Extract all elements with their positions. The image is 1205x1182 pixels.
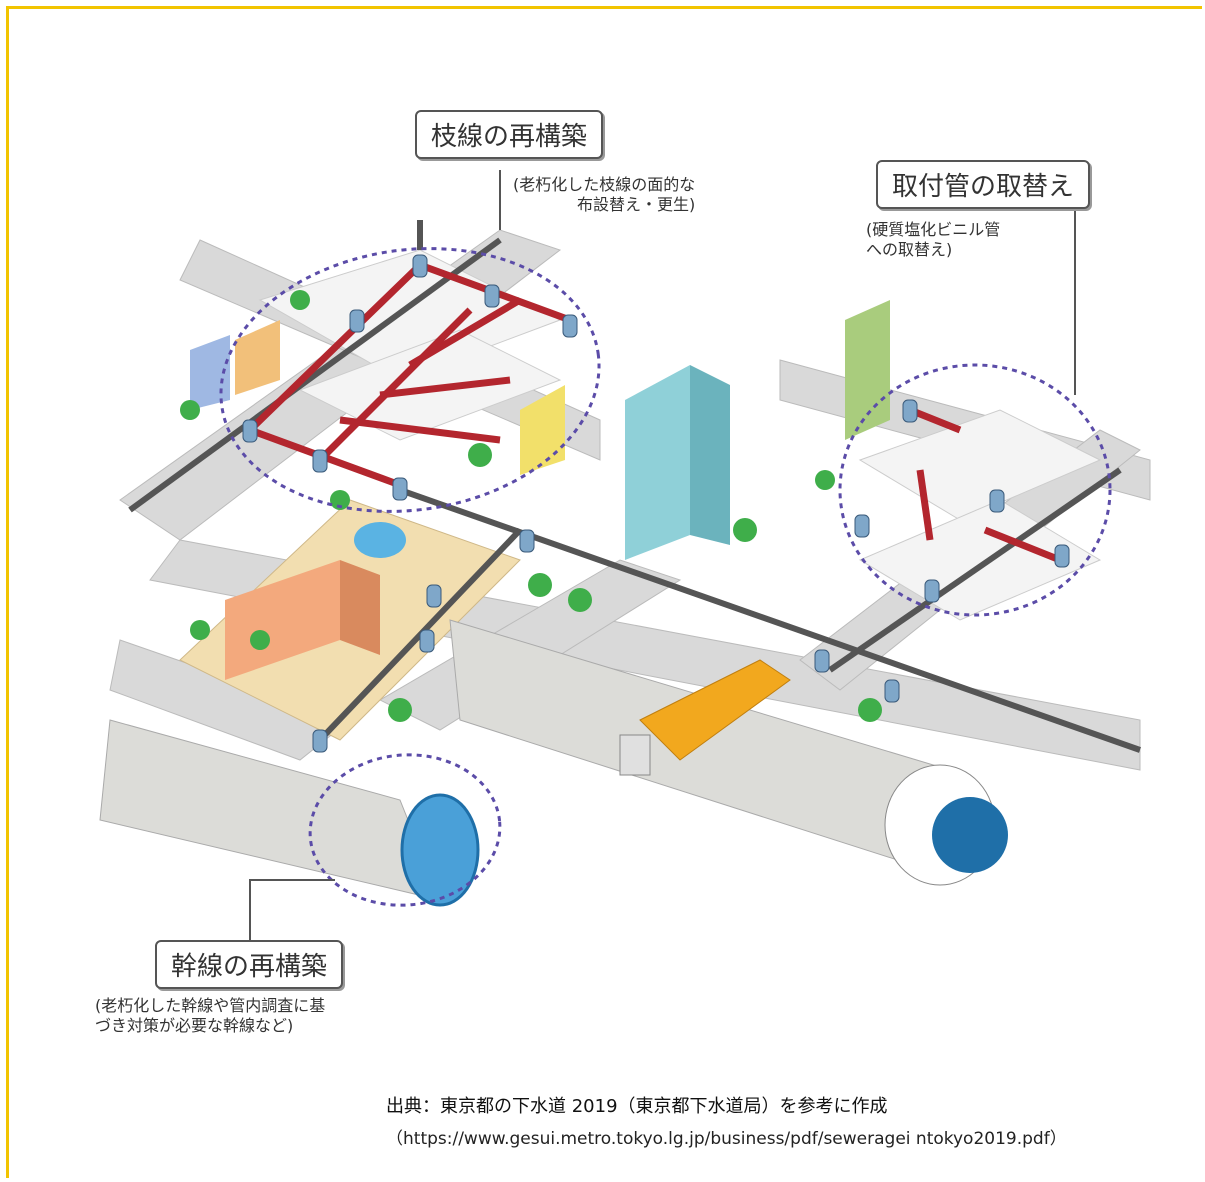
focus-circles [219,247,1112,907]
branch-note: (老朽化した枝線の面的な 布設替え・更生) [513,175,696,214]
trunk-tunnels [99,619,1008,907]
trunk-label: 幹線の再構築 [155,940,344,989]
source-url[interactable]: （https://www.gesui.metro.tokyo.lg.jp/bus… [386,1129,1067,1149]
buildings [190,300,890,680]
source-line: 出典：東京都の下水道 2019（東京都下水道局）を参考に作成 [386,1096,888,1117]
connection-note: (硬質塩化ビニル管 への取替え) [866,220,1001,259]
trunk-note: (老朽化した幹線や管内調査に基 づき対策が必要な幹線など) [95,996,326,1035]
connection-label: 取付管の取替え [876,160,1091,209]
branch-label: 枝線の再構築 [415,110,604,159]
trees [180,290,882,722]
sewer-scene-illustration [99,170,1151,940]
manholes [242,254,1070,753]
page-frame [6,6,1202,1178]
